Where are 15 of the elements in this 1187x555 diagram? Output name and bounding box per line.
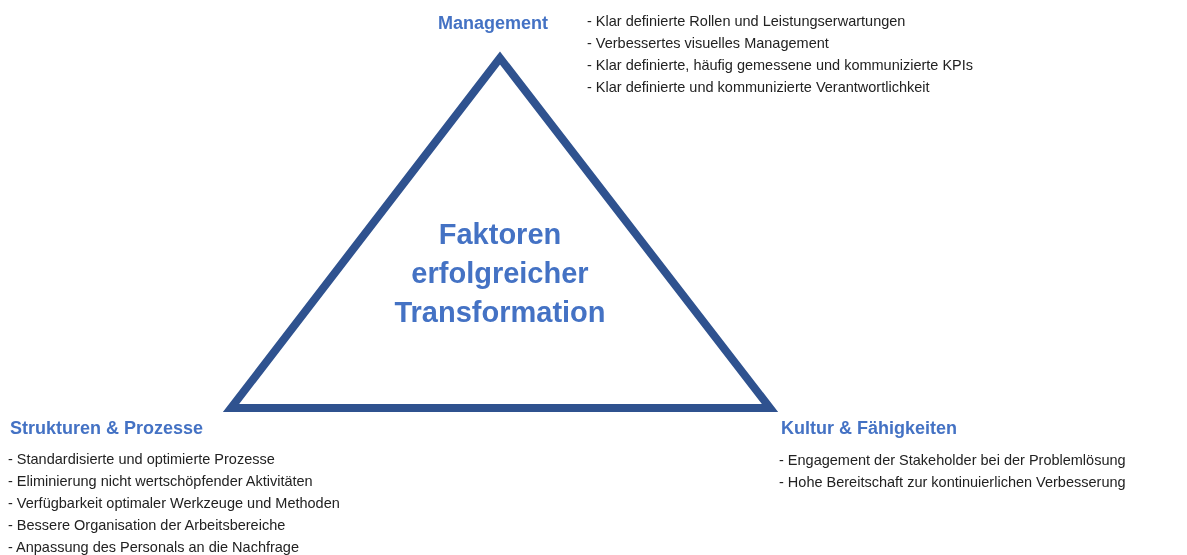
bullet-item: - Klar definierte Rollen und Leistungserwartungen xyxy=(587,12,906,30)
section-heading: Kultur & Fähigkeiten xyxy=(781,417,957,439)
center-title: Faktoren erfolgreicher Transformation xyxy=(393,217,607,330)
section-heading: Strukturen & Prozesse xyxy=(10,417,204,439)
bullet-item: - Standardisierte und optimierte Prozesse xyxy=(8,450,275,468)
bullet-item: - Klar definierte und kommunizierte Verantwortlichkeit xyxy=(587,78,930,96)
bullet-item: - Eliminierung nicht wertschöpfender Aktivitäten xyxy=(8,472,313,490)
bullet-item: - Verbessertes visuelles Management xyxy=(587,34,829,52)
bullet-item: - Verfügbarkeit optimaler Werkzeuge und Methoden xyxy=(8,494,340,512)
bullet-item: - Klar definierte, häufig gemessene und kommunizierte KPIs xyxy=(587,56,974,74)
bullet-item: - Hohe Bereitschaft zur kontinuierlichen Verbesserung xyxy=(779,473,1126,491)
bullet-item: - Anpassung des Personals an die Nachfrage xyxy=(8,538,299,555)
section-heading: Management xyxy=(438,12,549,34)
bullet-item: - Bessere Organisation der Arbeitsbereiche xyxy=(8,516,286,534)
bullet-item: - Engagement der Stakeholder bei der Problemlösung xyxy=(779,451,1126,469)
